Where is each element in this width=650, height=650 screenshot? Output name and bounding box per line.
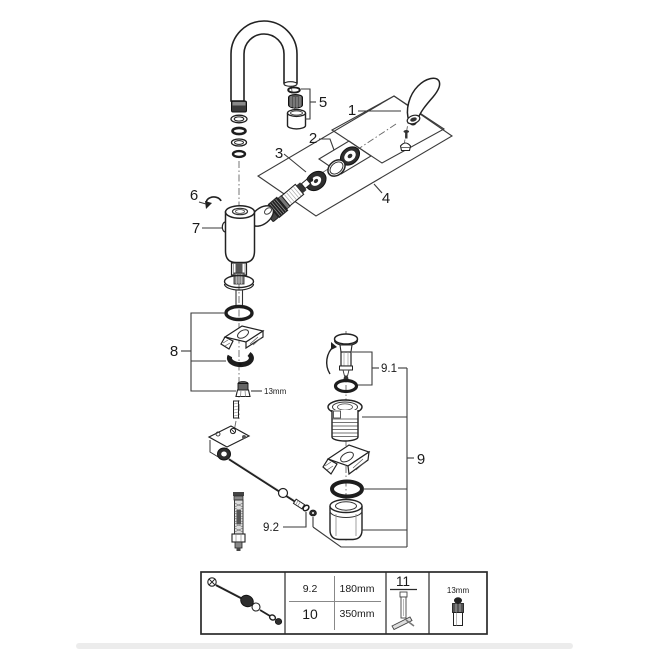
clamp-wedge-8 (220, 325, 265, 350)
centerlines (232, 84, 411, 542)
callout-7: 7 (192, 220, 200, 237)
rotation-arrow (205, 196, 222, 209)
plug-seal (333, 378, 359, 394)
leader-3 (283, 153, 307, 173)
aerator-group (286, 86, 307, 130)
callout-6: 6 (190, 187, 198, 204)
aerator-o-ring (287, 86, 301, 94)
leader-4 (373, 183, 383, 194)
leader-6 (198, 201, 207, 205)
spout-connector-band (232, 102, 246, 106)
callout-9-2: 9.2 (263, 522, 279, 534)
socket-drawing (452, 597, 464, 626)
connection-hose (231, 492, 246, 551)
o-ring-8 (224, 304, 254, 322)
callout-4: 4 (382, 190, 390, 207)
threaded-rod (233, 400, 239, 419)
screw-cover-plug (399, 142, 412, 152)
bracket-9-2-connector (312, 526, 407, 548)
bottom-bar (76, 643, 573, 649)
drain-o-ring (330, 479, 364, 499)
bracket-8 (190, 312, 236, 392)
spout-tip-rim (283, 81, 298, 87)
table-ref-10: 10 (302, 606, 318, 622)
aerator-insert (288, 94, 303, 109)
drain-flange-body (327, 399, 363, 442)
callout-labels: 1 2 3 4 5 6 7 8 9 9.1 9.2 13mm (170, 94, 425, 534)
bracket-9-1 (352, 351, 373, 386)
callout-8: 8 (170, 343, 178, 360)
handle-base-hole (410, 117, 417, 122)
spout-o-rings (230, 114, 248, 159)
ref-table: 9.2 180mm 10 350mm 11 13mm (200, 571, 488, 635)
rod-grommet (217, 447, 231, 461)
drain-housing (329, 498, 363, 541)
spout-tube (230, 20, 298, 102)
popup-plug (333, 333, 359, 381)
socket-opening (263, 207, 273, 215)
mounting-tool-drawing (391, 591, 415, 631)
group-box-4 (256, 95, 454, 217)
callout-9-1: 9.1 (381, 363, 397, 375)
table-len-180: 180mm (339, 583, 374, 595)
bracket-9-2 (283, 512, 307, 528)
table-tool-ref: 11 (396, 574, 410, 589)
table-len-350: 350mm (339, 608, 374, 620)
mounting-plate (207, 425, 251, 459)
handle-screw (403, 130, 410, 139)
faucet-body (224, 204, 256, 264)
drain-clamp-wedge (322, 444, 371, 476)
callout-1: 1 (348, 102, 356, 119)
slip-ring-part3 (305, 170, 327, 192)
plug-rotation-arrow (325, 342, 337, 375)
c-washer-8 (226, 351, 254, 368)
oval-seal (327, 159, 346, 177)
bracket-5 (301, 88, 311, 120)
rod-seals (302, 504, 317, 517)
table-ref-9-2: 9.2 (303, 583, 318, 595)
callout-3: 3 (275, 145, 283, 162)
callout-2: 2 (309, 130, 317, 147)
cap-ring-part2 (339, 146, 361, 166)
callout-5: 5 (319, 94, 327, 111)
base-flange (223, 272, 255, 306)
table-rod-drawing (207, 577, 283, 625)
callout-9: 9 (417, 451, 425, 468)
table-socket-size: 13mm (447, 586, 470, 595)
mounting-nut (235, 381, 251, 398)
leader-2 (319, 138, 335, 151)
handle-group (399, 77, 441, 152)
aerator-housing (286, 108, 307, 130)
nut-size-label: 13mm (264, 387, 287, 396)
spout (230, 20, 298, 159)
